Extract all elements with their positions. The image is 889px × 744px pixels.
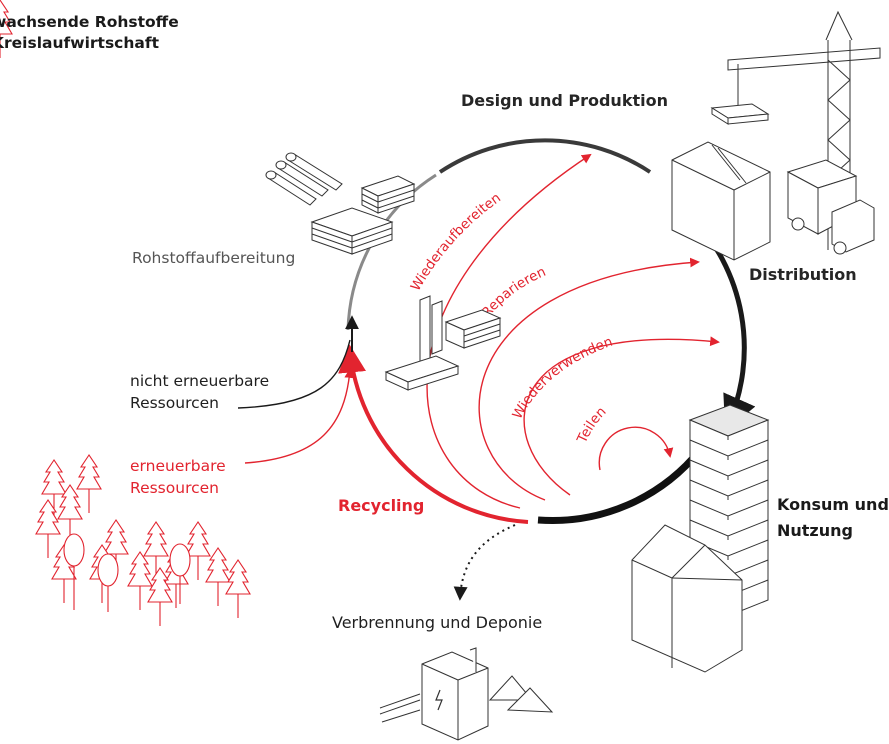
non-renewable-line-1: nicht erneuerbare [130,372,270,390]
stage-label-distribution: Distribution [749,265,857,284]
disposal-arrow [453,524,516,601]
loop-share-arrow [598,426,674,471]
renewable-line-2: Ressourcen [130,479,219,497]
loop-repair-arrow [478,257,700,501]
incinerator-illustration [379,647,554,741]
factory-illustration [671,141,771,261]
non-renewable-resources-label: nicht erneuerbare Ressourcen [130,370,269,414]
title-line-1: wachsende Rohstoffe [0,13,179,31]
consumption-line-1: Konsum und [777,495,889,514]
renewable-resources-label: erneuerbare Ressourcen [130,455,226,499]
title-line-2: Kreislaufwirtschaft [0,34,160,52]
cycle-segment-production [438,138,652,174]
cycle-segment-use [537,447,703,525]
stage-label-raw-material: Rohstoffaufbereitung [132,249,296,267]
cycle-segment-recycling [338,344,529,524]
forest-illustration [0,0,251,627]
loop-label-repair: Reparieren [479,264,549,321]
non-renewable-input-line [237,339,351,409]
stage-label-recycling: Recycling [338,496,425,515]
consumption-building-illustration [631,404,770,673]
stage-label-consumption: Konsum und Nutzung [777,492,889,544]
diagram-title: wachsende Rohstoffe Kreislaufwirtschaft [0,12,179,54]
stage-label-design: Design und Produktion [461,91,668,110]
boards-illustration [310,175,416,255]
loop-reuse-arrow [523,336,720,496]
stage-label-disposal: Verbrennung und Deponie [332,613,543,632]
renewable-line-1: erneuerbare [130,457,226,475]
consumption-line-2: Nutzung [777,521,853,540]
logs-illustration [265,152,343,206]
timber-parts-illustration [384,295,502,391]
truck-illustration [786,159,875,255]
loop-label-share: Teilen [574,404,610,447]
renewable-input-line [244,368,355,464]
non-renewable-line-2: Ressourcen [130,394,219,412]
